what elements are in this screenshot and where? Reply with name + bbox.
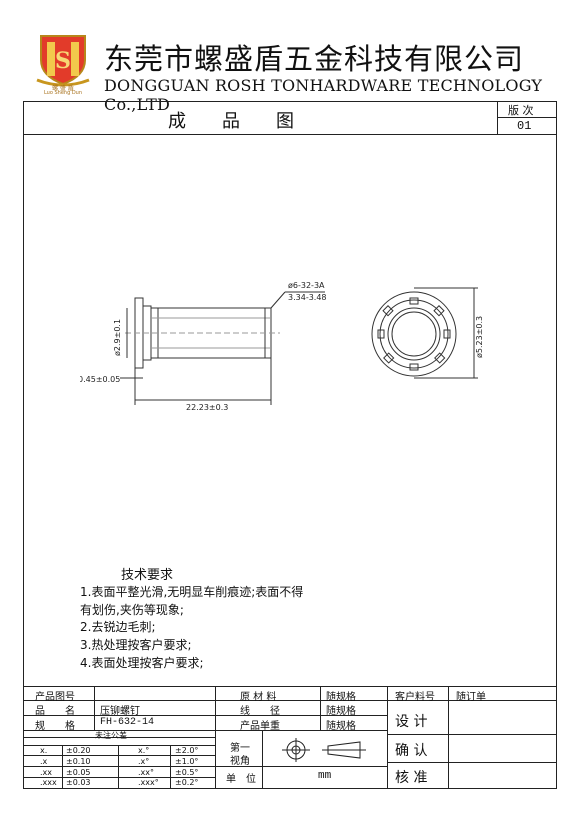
version-value: 01 [517,119,532,133]
tol-row-3-av: ±0.5° [175,768,199,777]
tol-row-3-a: .xx° [138,768,155,777]
shield-logo-icon: S [36,35,90,87]
dim-length: 22.23±0.3 [186,403,228,412]
tol-row-2-dv: ±0.10 [66,757,91,766]
company-name-cn: 东莞市螺盛盾五金科技有限公司 [104,42,525,76]
frame-top [23,101,557,102]
tol-row-4-dv: ±0.03 [66,778,91,787]
weight-label: 产品单重 [240,721,280,732]
frame-right [556,101,557,789]
material-label: 原 材 料 [240,692,277,703]
wire-label: 线 径 [240,706,280,717]
tol-row-2-d: .x [40,757,48,766]
svg-text:S: S [55,48,71,74]
logo-pinyin-text: Luo Sheng Dun [43,90,83,96]
projection-label-1: 第一 [230,743,250,754]
material-value: 随规格 [326,692,356,703]
wire-value: 随规格 [326,706,356,717]
document-title: 成 品 图 [168,111,294,132]
spec-label: 规 格 [35,721,75,732]
tol-row-3-dv: ±0.05 [66,768,91,777]
product-no-label: 产品图号 [35,692,75,703]
tol-row-1-a: x.° [138,746,150,755]
requirement-line-1: 1.表面平整光滑,无明显车削痕迹;表面不得 [80,585,304,599]
tol-row-1-dv: ±0.20 [66,746,91,755]
dim-head-dia: ø5.23±0.3 [475,316,484,358]
requirement-line-3: 2.去锐边毛刺; [80,620,156,634]
title-row-bottom [23,134,557,135]
part-drawing: ø6-32-3A 3.34-3.48 ø2.9±0.1 0.45±0.05 22… [80,281,484,412]
version-label: 版 次 [508,104,534,117]
name-value: 压铆螺钉 [100,706,140,717]
projection-label-2: 视角 [230,756,250,767]
tolerance-title: 未注公差 [95,731,127,740]
spec-value: FH-632-14 [100,717,155,728]
tol-row-3-d: .xx [40,768,53,777]
dim-thread-2: 3.34-3.48 [288,293,327,302]
customer-no-value: 随订单 [456,692,486,703]
customer-no-label: 客户料号 [395,692,435,703]
approve-label: 核 准 [395,770,428,786]
version-divider [497,101,498,135]
dim-thread-1: ø6-32-3A [288,281,325,290]
tol-row-4-d: .xxx [40,778,57,787]
requirement-line-4: 3.热处理按客户要求; [80,638,192,652]
logo-brand-text: 螺 盛 盾 [52,85,74,92]
frame-left [23,101,24,789]
dim-head-thickness: 0.45±0.05 [80,375,120,384]
requirement-line-5: 4.表面处理按客户要求; [80,656,204,670]
frame-bottom [23,788,557,789]
tol-row-4-av: ±0.2° [175,778,199,787]
tol-row-1-d: x. [40,746,48,755]
end-view-outer [371,291,457,377]
dim-shank-dia: ø2.9±0.1 [113,319,122,356]
tol-row-1-av: ±2.0° [175,746,199,755]
first-angle-projection-icon [282,738,366,762]
tol-row-2-av: ±1.0° [175,757,199,766]
requirements-title: 技术要求 [121,568,174,583]
confirm-label: 确 认 [395,743,428,759]
company-logo: S 螺 盛 盾 Luo Sheng Dun [33,30,93,96]
design-label: 设 计 [395,714,428,730]
weight-value: 随规格 [326,721,356,732]
tol-row-2-a: .x° [138,757,150,766]
version-mid [497,117,557,118]
tol-row-4-a: .xxx° [138,778,159,787]
company-name-en: DONGGUAN ROSH TONHARDWARE TECHNOLOGY Co.… [104,76,543,114]
requirement-line-2: 有划伤,夹伤等现象; [80,603,184,617]
unit-label: 单 位 [226,774,256,785]
name-label: 品 名 [35,706,75,717]
unit-value: mm [318,770,332,782]
